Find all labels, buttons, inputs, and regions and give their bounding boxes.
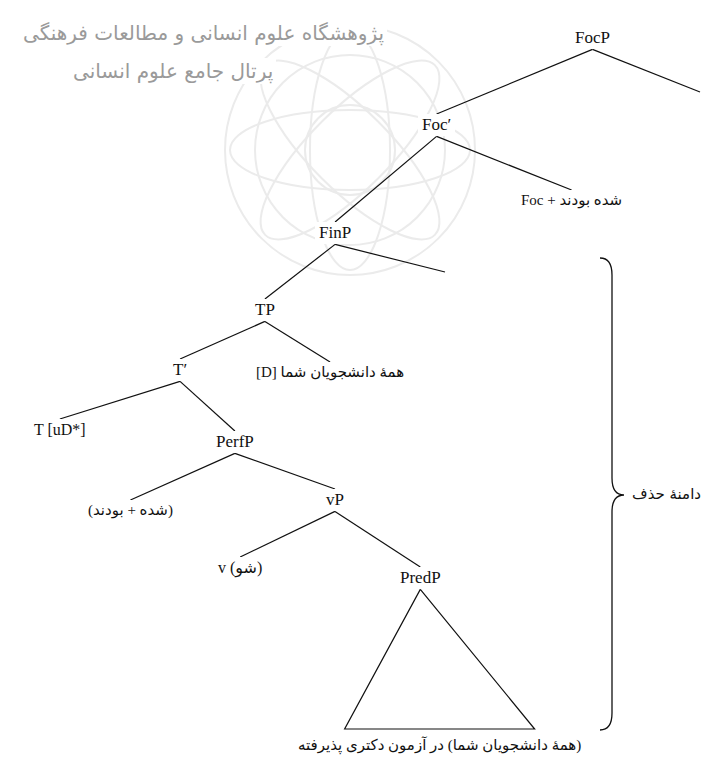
- node-label: Foc + شده بودند: [521, 191, 622, 209]
- tree-branch: [180, 321, 265, 359]
- tree-branch: [265, 244, 335, 299]
- tree-node: v (شو): [214, 557, 266, 578]
- watermark-text: پژوهشگاه علوم انسانی و مطالعات فرهنگی: [20, 20, 387, 46]
- node-label: (همهٔ دانشجویان شما) در آزمون دکتری پذیر…: [298, 736, 581, 754]
- empty-branch: [592, 49, 700, 92]
- tree-branch: [437, 136, 572, 190]
- tree-node: PredP: [396, 567, 445, 589]
- watermark-text: پرتال جامع علوم انسانی: [70, 58, 276, 84]
- node-label: (شده + بودند): [88, 501, 173, 519]
- tree-node: FocP: [571, 27, 614, 49]
- node-label: همهٔ دانشجویان شما [D]: [256, 363, 404, 381]
- triangle: [345, 589, 535, 729]
- tree-branch: [265, 321, 330, 362]
- tree-branch: [335, 136, 437, 222]
- tree-node: vP: [322, 489, 348, 511]
- node-label: FocP: [575, 28, 610, 48]
- watermark-text: پژوهشگاه علوم انسانی و مطالعات فرهنگی: [23, 21, 384, 45]
- node-label: T [uD*]: [34, 420, 86, 439]
- node-label: FinP: [319, 223, 351, 243]
- node-label: T′: [173, 360, 187, 380]
- node-label: vP: [326, 490, 344, 510]
- tree-branch: [240, 511, 335, 557]
- tree-node: FinP: [315, 222, 355, 244]
- tree-node: Foc + شده بودند: [517, 190, 626, 210]
- tree-branch: [180, 381, 235, 431]
- bracket-label-text: دامنهٔ حذف: [632, 485, 701, 503]
- tree-node: T [uD*]: [30, 419, 90, 440]
- node-label: PredP: [400, 568, 441, 588]
- tree-node: (شده + بودند): [84, 500, 177, 520]
- tree-branch: [130, 453, 234, 500]
- tree-branch: [235, 453, 335, 489]
- node-label: v (شو): [218, 558, 262, 577]
- bracket-label: دامنهٔ حذف: [629, 484, 704, 504]
- tree-node: همهٔ دانشجویان شما [D]: [252, 362, 408, 382]
- node-label: Foc′: [422, 115, 451, 135]
- tree-node: (همهٔ دانشجویان شما) در آزمون دکتری پذیر…: [294, 735, 585, 755]
- tree-node: T′: [169, 359, 191, 381]
- empty-branch: [335, 244, 445, 272]
- watermark-text: پرتال جامع علوم انسانی: [73, 59, 273, 83]
- tree-branch: [335, 511, 420, 567]
- tree-branch: [437, 49, 593, 114]
- tree-node: PerfP: [212, 431, 258, 453]
- node-label: PerfP: [216, 432, 254, 452]
- node-label: TP: [255, 300, 275, 320]
- tree-node: TP: [251, 299, 279, 321]
- tree-branch: [60, 381, 180, 419]
- tree-node: Foc′: [418, 114, 455, 136]
- curly-bracket: [600, 258, 624, 730]
